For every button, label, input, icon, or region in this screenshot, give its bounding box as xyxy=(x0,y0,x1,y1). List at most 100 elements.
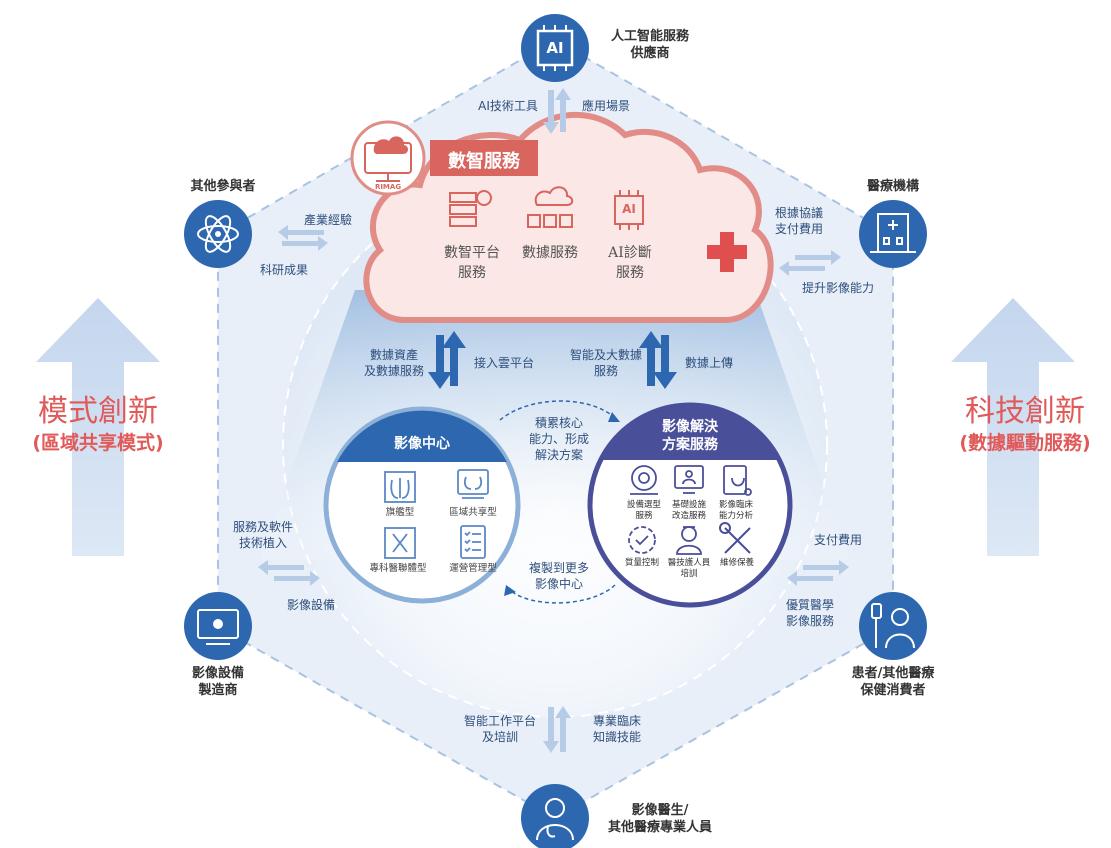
flow-doctor-left: 智能工作平台 及培訓 xyxy=(464,713,536,745)
node-patients xyxy=(859,592,927,660)
solution-item-training: 醫技護人員 培訓 xyxy=(668,558,711,580)
nurse-icon xyxy=(676,526,702,555)
imaging-item-specialty: 專科醫聯體型 xyxy=(369,563,427,574)
cloud-item-ai: AI診斷 服務 xyxy=(608,243,652,283)
flow-equipment-top: 服務及軟件 技術植入 xyxy=(233,519,293,551)
flow-cloud-right-right: 數據上傳 xyxy=(684,356,734,370)
solution-item-clinical-line1: 影像臨床 xyxy=(718,500,754,510)
hospital-arrows xyxy=(779,250,841,276)
imaging-item-regional: 區域共享型 xyxy=(449,507,497,518)
flow-cloud-right-line2: 服務 xyxy=(593,364,619,378)
flow-doctor-left-line1: 智能工作平台 xyxy=(463,714,537,728)
left-side-subtitle: (區域共享模式) xyxy=(32,432,164,454)
rimag-logo-text: RIMAG xyxy=(374,183,402,191)
xray-chest-icon xyxy=(384,471,416,503)
ai-vendor-label: 人工智能服務 供應商 xyxy=(611,28,689,62)
patient-arrows xyxy=(787,560,849,586)
solution-item-quality: 質量控制 xyxy=(624,558,660,568)
flow-cloud-left-line2: 及數據服務 xyxy=(363,364,425,378)
right-up-arrow xyxy=(951,298,1075,556)
ai-vendor-label-line1: 人工智能服務 xyxy=(610,29,690,44)
solutions-title: 影像解決 方案服務 xyxy=(662,418,718,454)
solution-item-training-line1: 醫技護人員 xyxy=(667,558,711,568)
checklist-icon xyxy=(460,525,486,559)
flow-mid-bottom: 複製到更多 影像中心 xyxy=(529,560,589,592)
flow-mid-top-line3: 解決方案 xyxy=(534,448,584,462)
solution-item-equipment-line2: 服務 xyxy=(635,511,653,521)
flow-other-top: 產業經驗 xyxy=(303,213,353,227)
solution-item-equipment-line1: 設備選型 xyxy=(626,500,662,510)
stethoscope-clipboard-icon xyxy=(723,465,752,496)
cloud-network-icon xyxy=(527,186,574,228)
flow-hospital-top-line2: 支付費用 xyxy=(774,222,824,236)
flow-patient-bottom-line1: 優質醫學 xyxy=(785,598,835,612)
right-side-subtitle: (數據驅動服務) xyxy=(959,432,1091,454)
solution-item-training-line2: 培訓 xyxy=(680,569,698,579)
doctors-label-line1: 影像醫生/ xyxy=(631,803,689,818)
flow-patient-top: 支付費用 xyxy=(813,533,863,547)
flow-mid-top-line2: 能力、形成 xyxy=(528,432,590,446)
flow-doctor-right: 專業臨床 知識技能 xyxy=(593,713,641,745)
right-side-title: 科技創新 xyxy=(965,394,1085,429)
flow-equipment-top-line2: 技術植入 xyxy=(238,536,288,550)
joint-scan-icon xyxy=(384,527,416,559)
cloud-item-platform-line1: 數智平台 xyxy=(444,245,500,261)
flow-doctor-left-line2: 及培訓 xyxy=(481,730,519,744)
solutions-title-line1: 影像解決 xyxy=(662,419,718,435)
flow-ai-down: AI技術工具 xyxy=(478,99,538,113)
doctors-label-line2: 其他醫療專業人員 xyxy=(607,820,713,835)
equipment-maker-label-line2: 製造商 xyxy=(198,683,238,698)
equipment-maker-label-line1: 影像設備 xyxy=(191,666,245,681)
ai-vendor-label-line2: 供應商 xyxy=(630,46,670,61)
left-side-label: 模式創新 (區域共享模式) xyxy=(32,393,163,455)
flow-other-bottom: 科研成果 xyxy=(259,263,309,277)
equipment-arrows xyxy=(258,560,320,586)
imaging-item-flagship: 旗艦型 xyxy=(385,507,415,518)
solutions-header xyxy=(601,405,779,460)
cloud-item-platform-line2: 服務 xyxy=(458,265,486,281)
imaging-center-header xyxy=(337,410,507,462)
flow-cloud-right: 智能及大數據 服務 xyxy=(570,347,642,379)
other-participants-arrows xyxy=(278,225,328,251)
equipment-maker-label: 影像設備 製造商 xyxy=(192,665,244,699)
solution-item-infrastructure-line1: 基礎設施 xyxy=(671,500,707,510)
doctors-label: 影像醫生/ 其他醫療專業人員 xyxy=(608,802,712,836)
cloud-item-ai-line2: 服務 xyxy=(615,265,644,281)
solution-item-clinical: 影像臨床 能力分析 xyxy=(719,500,753,522)
cloud-banner xyxy=(430,140,538,176)
solutions-title-line2: 方案服務 xyxy=(662,437,718,453)
flow-mid-bottom-line2: 影像中心 xyxy=(534,577,584,591)
flow-patient-bottom-line2: 影像服務 xyxy=(785,614,835,628)
curve-arrow-bottom xyxy=(509,584,616,604)
patients-label: 患者/其他醫療 保健消費者 xyxy=(852,665,935,699)
doctor-arrows xyxy=(543,706,571,753)
flow-patient-bottom: 優質醫學 影像服務 xyxy=(786,597,834,629)
cloud-right-arrows xyxy=(639,331,677,389)
imaging-center-title: 影像中心 xyxy=(394,436,450,452)
other-participants-label: 其他參與者 xyxy=(190,179,256,194)
node-other-participants xyxy=(184,200,252,268)
gear-check-icon xyxy=(628,526,656,554)
flow-mid-bottom-line1: 複製到更多 xyxy=(528,561,590,575)
server-gear-icon xyxy=(449,190,492,227)
ct-scanner-icon xyxy=(630,465,658,495)
medical-cross-icon xyxy=(707,232,747,272)
flow-hospital-top-line1: 根據協議 xyxy=(774,206,824,220)
flow-cloud-left-line1: 數據資產 xyxy=(369,348,419,362)
left-up-arrow xyxy=(36,298,160,556)
cloud-item-ai-line1: AI診斷 xyxy=(608,245,652,261)
flow-equipment-top-line1: 服務及軟件 xyxy=(232,520,294,534)
hospitals-label: 醫療機構 xyxy=(866,179,920,194)
flow-hospital-bottom: 提升影像能力 xyxy=(801,281,875,295)
node-hospitals xyxy=(859,200,927,268)
node-doctors xyxy=(521,784,589,848)
curve-arrow-top xyxy=(499,400,616,421)
flow-cloud-right-line1: 智能及大數據 xyxy=(569,348,643,362)
cloud-item-data: 數據服務 xyxy=(522,245,578,261)
flow-mid-top: 積累核心 能力、形成 解決方案 xyxy=(529,415,589,463)
cloud-banner-title: 數智服務 xyxy=(448,151,520,172)
patients-label-line2: 保健消費者 xyxy=(860,683,926,698)
flow-cloud-left: 數據資產 及數據服務 xyxy=(364,347,424,379)
rimag-logo-circle xyxy=(350,120,426,196)
flow-hospital-top: 根據協議 支付費用 xyxy=(775,205,823,237)
